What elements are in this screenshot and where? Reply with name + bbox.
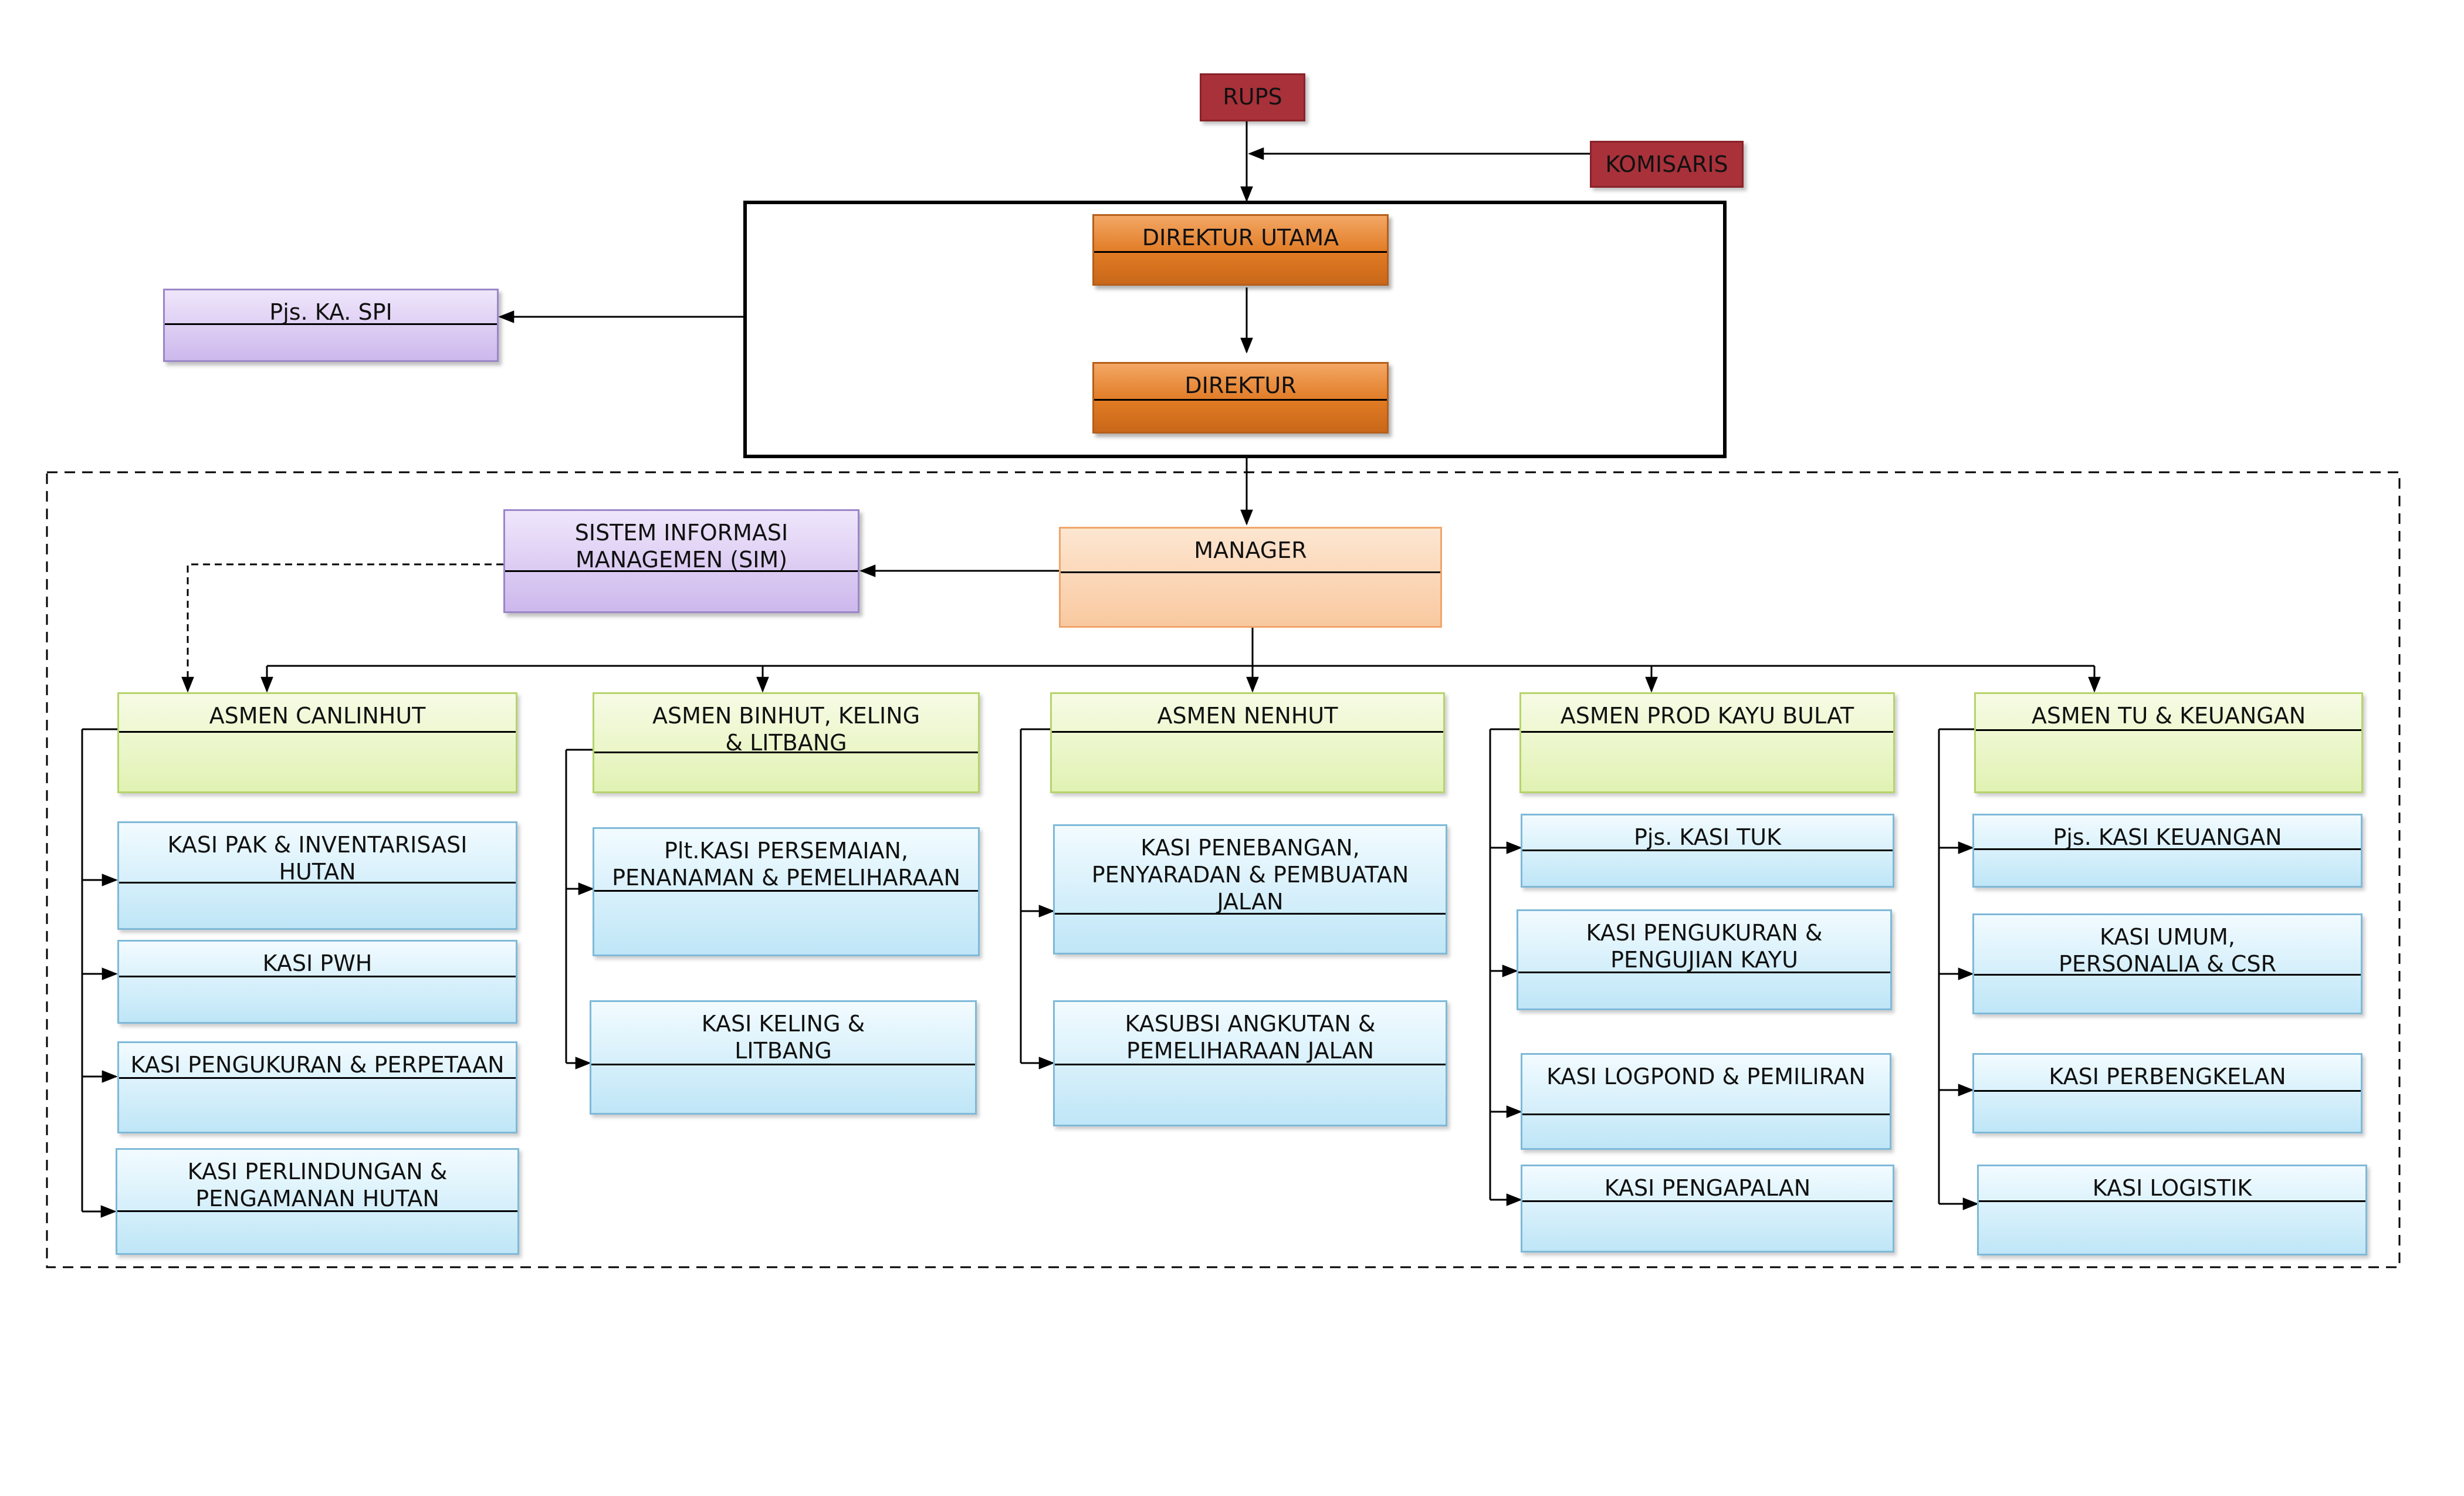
- section-box[interactable]: KASI PAK & INVENTARISASI HUTAN: [117, 821, 517, 930]
- section-label: KASI PERBENGKELAN: [2049, 1064, 2286, 1089]
- divider: [591, 1064, 975, 1065]
- komisaris-box[interactable]: KOMISARIS: [1590, 141, 1744, 188]
- divider: [1055, 1064, 1446, 1065]
- divider: [1974, 974, 2361, 976]
- section-label: KASI PWH: [262, 950, 373, 976]
- asmen-tu-keuangan-box[interactable]: ASMEN TU & KEUANGAN: [1974, 692, 2363, 793]
- management-frame: [46, 471, 2401, 1268]
- section-label: Pjs. KASI KEUANGAN: [2053, 824, 2282, 850]
- section-label: KASI PAK & INVENTARISASI HUTAN: [167, 832, 468, 885]
- direktur-box[interactable]: DIREKTUR: [1092, 362, 1389, 434]
- asmen-binhut-box[interactable]: ASMEN BINHUT, KELING & LITBANG: [593, 692, 980, 793]
- section-label: Plt.KASI PERSEMAIAN, PENANAMAN & PEMELIH…: [612, 838, 960, 891]
- direktur-utama-box[interactable]: DIREKTUR UTAMA: [1092, 214, 1389, 286]
- section-box[interactable]: KASI PENGAPALAN: [1521, 1165, 1894, 1253]
- section-label: KASI UMUM, PERSONALIA & CSR: [2058, 924, 2276, 977]
- section-box[interactable]: Pjs. KASI KEUANGAN: [1972, 814, 2363, 888]
- section-label: KASI PERLINDUNGAN & PENGAMANAN HUTAN: [187, 1159, 448, 1211]
- section-box[interactable]: KASUBSI ANGKUTAN & PEMELIHARAAN JALAN: [1053, 1000, 1447, 1126]
- divider: [1979, 1200, 2365, 1202]
- sim-box[interactable]: SISTEM INFORMASI MANAGEMEN (SIM): [503, 509, 859, 613]
- section-box[interactable]: KASI LOGPOND & PEMILIRAN: [1521, 1053, 1891, 1150]
- section-label: KASI LOGISTIK: [2092, 1175, 2252, 1201]
- section-box[interactable]: KASI LOGISTIK: [1977, 1165, 2367, 1255]
- pjs-ka-spi-label: Pjs. KA. SPI: [269, 299, 392, 325]
- rups-box[interactable]: RUPS: [1200, 73, 1305, 121]
- divider: [119, 731, 516, 733]
- divider: [165, 323, 497, 325]
- divider: [1055, 913, 1446, 915]
- sim-label: SISTEM INFORMASI MANAGEMEN (SIM): [574, 520, 788, 573]
- divider: [1974, 1090, 2361, 1092]
- divider: [1522, 1113, 1890, 1115]
- department-head-label: ASMEN NENHUT: [1157, 703, 1338, 729]
- section-label: KASI PENGAPALAN: [1604, 1175, 1811, 1201]
- department-head-label: ASMEN PROD KAYU BULAT: [1560, 703, 1854, 729]
- divider: [1052, 731, 1443, 733]
- section-box[interactable]: KASI UMUM, PERSONALIA & CSR: [1972, 913, 2363, 1014]
- section-box[interactable]: KASI PENGUKURAN & PENGUJIAN KAYU: [1517, 909, 1892, 1010]
- department-head-label: ASMEN CANLINHUT: [209, 703, 426, 729]
- section-label: KASI PENEBANGAN, PENYARADAN & PEMBUATAN …: [1091, 835, 1409, 915]
- divider: [1522, 1200, 1893, 1202]
- section-label: KASI PENGUKURAN & PERPETAAN: [130, 1052, 505, 1078]
- section-box[interactable]: KASI KELING & LITBANG: [590, 1000, 977, 1115]
- manager-box[interactable]: MANAGER: [1059, 527, 1442, 628]
- divider: [505, 570, 858, 572]
- direksi-frame: [743, 201, 1727, 458]
- manager-label: MANAGER: [1194, 537, 1307, 563]
- divider: [594, 752, 978, 753]
- section-box[interactable]: Pjs. KASI TUK: [1521, 814, 1894, 888]
- divider: [1522, 849, 1893, 851]
- divider: [1094, 251, 1387, 253]
- section-box[interactable]: KASI PENEBANGAN, PENYARADAN & PEMBUATAN …: [1053, 824, 1447, 955]
- divider: [117, 1210, 517, 1212]
- divider: [119, 1077, 516, 1079]
- divider: [1518, 972, 1890, 973]
- section-box[interactable]: KASI PENGUKURAN & PERPETAAN: [117, 1041, 517, 1133]
- section-label: KASI LOGPOND & PEMILIRAN: [1546, 1064, 1866, 1089]
- section-label: KASUBSI ANGKUTAN & PEMELIHARAAN JALAN: [1125, 1011, 1376, 1064]
- divider: [594, 890, 978, 892]
- direktur-label: DIREKTUR: [1184, 373, 1297, 398]
- department-head-label: ASMEN BINHUT, KELING & LITBANG: [652, 703, 920, 756]
- divider: [119, 976, 516, 977]
- divider: [119, 882, 516, 884]
- divider: [1094, 399, 1387, 401]
- komisaris-label: KOMISARIS: [1605, 151, 1728, 177]
- asmen-prod-kayu-bulat-box[interactable]: ASMEN PROD KAYU BULAT: [1519, 692, 1895, 793]
- section-box[interactable]: Plt.KASI PERSEMAIAN, PENANAMAN & PEMELIH…: [593, 827, 980, 956]
- rups-label: RUPS: [1223, 84, 1282, 110]
- department-head-label: ASMEN TU & KEUANGAN: [2031, 703, 2306, 729]
- section-label: KASI KELING & LITBANG: [701, 1011, 865, 1064]
- section-box[interactable]: KASI PWH: [117, 940, 517, 1024]
- divider: [1976, 729, 2361, 731]
- section-label: Pjs. KASI TUK: [1633, 824, 1782, 850]
- section-box[interactable]: KASI PERLINDUNGAN & PENGAMANAN HUTAN: [116, 1148, 519, 1255]
- divider: [1521, 731, 1893, 733]
- divider: [1974, 848, 2361, 850]
- section-box[interactable]: KASI PERBENGKELAN: [1972, 1053, 2363, 1133]
- pjs-ka-spi-box[interactable]: Pjs. KA. SPI: [163, 289, 499, 362]
- direktur-utama-label: DIREKTUR UTAMA: [1142, 225, 1339, 251]
- asmen-canlinhut-box[interactable]: ASMEN CANLINHUT: [117, 692, 517, 793]
- asmen-nenhut-box[interactable]: ASMEN NENHUT: [1050, 692, 1445, 793]
- section-label: KASI PENGUKURAN & PENGUJIAN KAYU: [1586, 920, 1823, 973]
- divider: [1061, 571, 1440, 573]
